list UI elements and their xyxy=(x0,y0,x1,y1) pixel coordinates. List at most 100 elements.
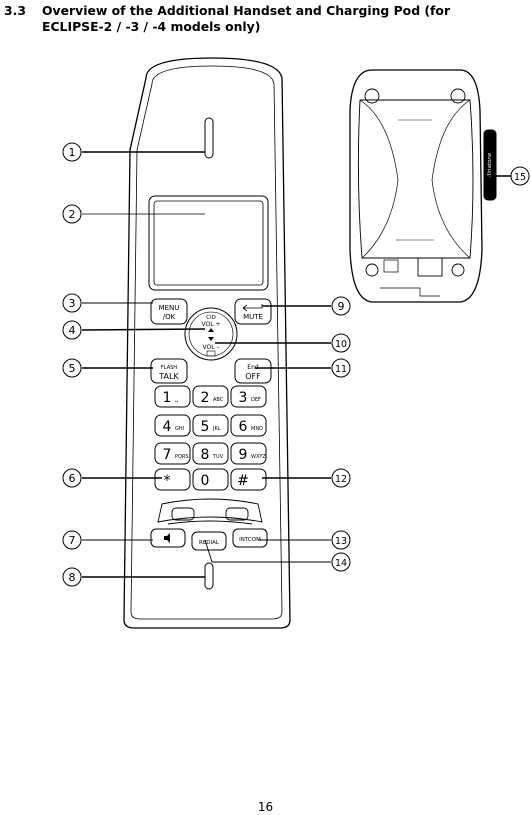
talk-key-label: TALK xyxy=(158,372,179,381)
charging-contact-left xyxy=(364,88,380,104)
menu-key-label: MENU xyxy=(159,304,180,312)
menu-ok-key[interactable]: MENU /OK xyxy=(150,298,188,325)
callout-number: 8 xyxy=(69,571,76,584)
mute-key-label: MUTE xyxy=(243,313,263,321)
charging-contact-right xyxy=(450,88,466,104)
intcom-key-label: INTCOM xyxy=(239,537,261,543)
keypad-digit: * xyxy=(164,473,171,489)
phonebook-icon xyxy=(206,350,216,357)
callout-number: 15 xyxy=(514,172,526,183)
redial-key-label: REDIAL xyxy=(199,540,220,546)
callout-10: 10 xyxy=(331,333,351,353)
microphone-slot xyxy=(204,562,214,590)
callout-number: 2 xyxy=(69,208,76,221)
keypad-letters: ABC xyxy=(213,397,224,403)
keypad-digit: 3 xyxy=(239,390,248,406)
callout-2: 2 xyxy=(62,204,82,224)
keypad-digit: 6 xyxy=(239,419,248,435)
handset-outline xyxy=(123,57,291,629)
screw-left xyxy=(365,263,379,277)
charging-pod-outline xyxy=(349,69,483,303)
display-frame xyxy=(148,195,269,291)
end-label: End xyxy=(247,364,259,371)
keypad-digit: 1 xyxy=(163,390,172,406)
callout-number: 6 xyxy=(69,472,76,485)
off-key[interactable]: End OFF xyxy=(234,358,272,384)
talk-key[interactable]: FLASH TALK xyxy=(150,358,188,384)
callout-4: 4 xyxy=(62,320,82,340)
keypad-digit: # xyxy=(237,473,249,489)
mute-key[interactable]: MUTE xyxy=(234,298,272,325)
callout-lines xyxy=(81,151,511,578)
keypad-digit: 4 xyxy=(163,419,172,435)
keypad-digit: 0 xyxy=(201,473,210,489)
off-key-label: OFF xyxy=(245,372,261,381)
callout-7: 7 xyxy=(62,530,82,550)
keypad-key-11[interactable]: 0 xyxy=(192,468,229,491)
callout-number: 1 xyxy=(69,146,76,159)
keypad-key-10[interactable]: * xyxy=(154,468,191,491)
vol-plus-label: VOL + xyxy=(202,321,221,328)
callout-1: 1 xyxy=(62,142,82,162)
section-title-line-1: Overview of the Additional Handset and C… xyxy=(42,3,451,18)
up-arrow-icon xyxy=(208,328,214,332)
keypad-key-12[interactable]: # xyxy=(230,468,267,491)
intcom-key[interactable]: INTCOM xyxy=(232,528,268,548)
keypad-letters: JKL xyxy=(212,426,221,432)
earpiece-slot xyxy=(204,117,214,159)
callout-number: 7 xyxy=(69,534,76,547)
charging-pod: Binatone xyxy=(349,69,497,303)
keypad-key-1[interactable]: 1␣ xyxy=(154,385,191,408)
cid-label: CID xyxy=(206,315,216,321)
callout-12: 12 xyxy=(331,468,351,488)
handset-inner-outline xyxy=(130,65,283,620)
callout-number: 9 xyxy=(338,300,345,313)
callout-15: 15 xyxy=(510,166,530,186)
keypad-letters: GHI xyxy=(175,426,184,432)
flash-label: FLASH xyxy=(161,365,177,371)
callout-14: 14 xyxy=(331,552,351,572)
callout-9: 9 xyxy=(331,296,351,316)
charging-pod-cradle xyxy=(357,99,474,259)
ok-key-label: /OK xyxy=(163,313,176,321)
keypad-letters: WXYZ xyxy=(251,454,266,460)
callout-number: 12 xyxy=(335,474,347,485)
keypad-letters: PQRS xyxy=(175,454,189,460)
screw-right xyxy=(451,263,465,277)
callout-number: 4 xyxy=(69,324,76,337)
back-arrow-icon xyxy=(242,304,263,312)
power-socket xyxy=(417,257,443,277)
section-number: 3.3 xyxy=(4,3,26,18)
charger-brand-tab xyxy=(483,129,497,201)
section-title-line-2: ECLIPSE-2 / -3 / -4 models only) xyxy=(42,19,261,34)
lower-grille xyxy=(157,498,263,525)
callout-number: 13 xyxy=(335,536,347,547)
callout-number: 10 xyxy=(335,339,347,350)
keypad-digit: 9 xyxy=(239,447,248,463)
callout-number: 3 xyxy=(69,297,76,310)
callout-6: 6 xyxy=(62,468,82,488)
callout-13: 13 xyxy=(331,530,351,550)
redial-key[interactable]: REDIAL xyxy=(191,531,227,551)
charger-brand-label: Binatone xyxy=(487,152,493,177)
down-arrow-icon xyxy=(208,337,214,341)
callout-8: 8 xyxy=(62,567,82,587)
speaker-key[interactable] xyxy=(150,528,186,548)
callout-number: 14 xyxy=(335,558,347,569)
keypad-letters: ␣ xyxy=(175,397,178,403)
callout-3: 3 xyxy=(62,293,82,313)
callout-5: 5 xyxy=(62,358,82,378)
callout-11: 11 xyxy=(331,358,351,378)
navigation-key[interactable]: CID VOL + VOL – xyxy=(184,307,238,361)
